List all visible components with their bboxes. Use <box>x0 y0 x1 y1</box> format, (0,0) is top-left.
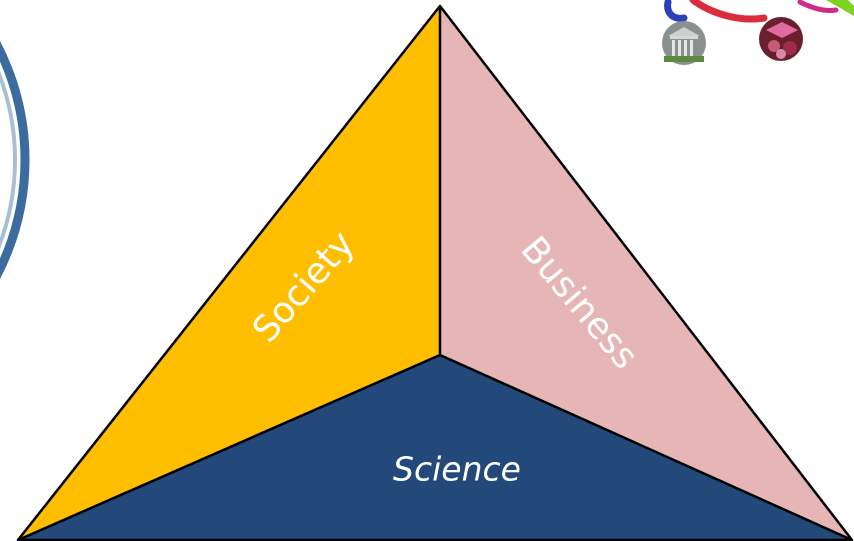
science-segment <box>18 355 852 540</box>
triangle-outline <box>16 4 854 541</box>
graduation-photo-icon <box>759 17 803 61</box>
left-circle-decoration <box>0 41 30 279</box>
logo-decoration <box>662 0 854 65</box>
science-label: Science <box>393 450 521 489</box>
building-photo-icon <box>662 21 706 65</box>
